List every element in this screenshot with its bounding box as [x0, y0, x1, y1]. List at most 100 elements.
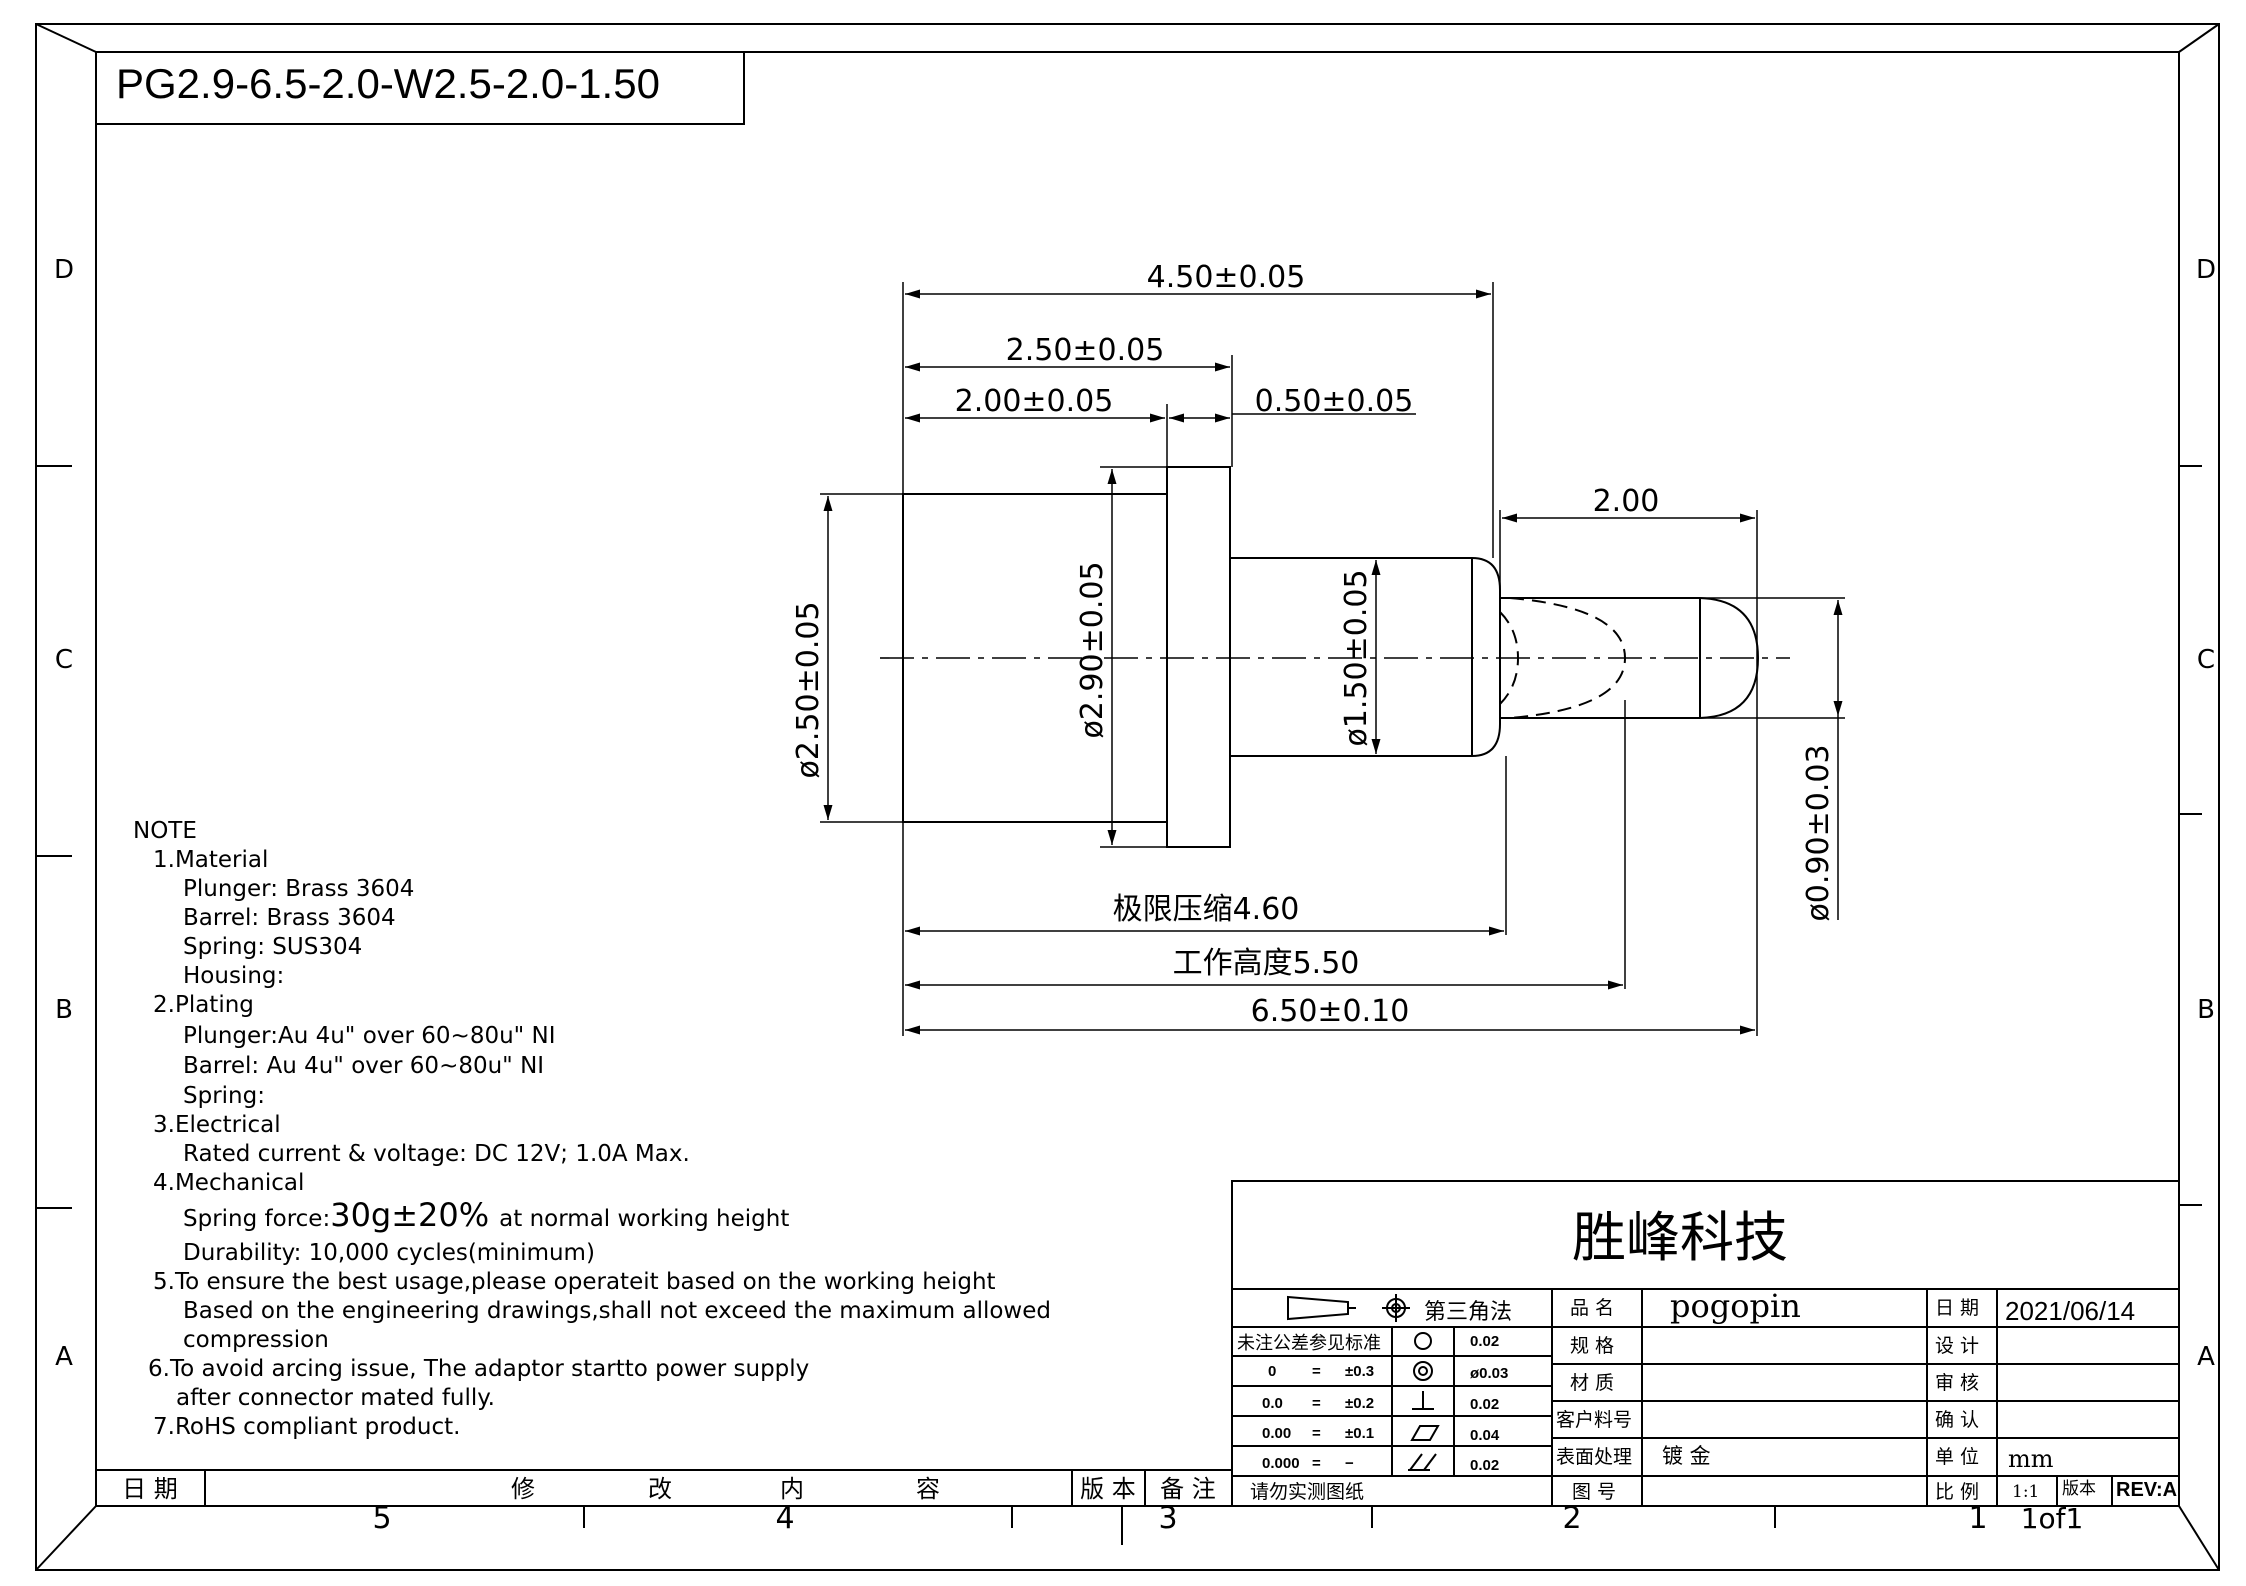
svg-text:1: 1	[1968, 1501, 1987, 1536]
product-name-value: pogopin	[1670, 1287, 1801, 1325]
svg-text:5.To ensure the best usage,ple: 5.To ensure the best usage,please operat…	[153, 1269, 996, 1295]
svg-text:Rated current & voltage: DC 12: Rated current & voltage: DC 12V; 1.0A Ma…	[183, 1141, 690, 1167]
svg-text:ø0.03: ø0.03	[1470, 1365, 1508, 1382]
svg-text:0.00: 0.00	[1262, 1425, 1291, 1442]
dim-plunger-travel: 2.00	[1593, 484, 1660, 519]
sheet-value: 1of1	[2021, 1502, 2084, 1535]
zone-labels: D C B A D C B A 5 4 3 2 1	[54, 255, 2216, 1536]
unit-value: mm	[2008, 1445, 2054, 1473]
dim-body-dia: ø2.50±0.05	[791, 601, 826, 778]
flatness-icon	[1410, 1425, 1440, 1441]
extension-lines	[820, 282, 1845, 1036]
date-value: 2021/06/14	[2005, 1296, 2135, 1326]
footer-note: 请勿实测图纸	[1250, 1481, 1364, 1503]
svg-text:Spring: SUS304: Spring: SUS304	[183, 934, 362, 960]
projection-label: 第三角法	[1424, 1300, 1512, 1325]
svg-text:单 位: 单 位	[1935, 1446, 1979, 1468]
svg-text:改: 改	[648, 1475, 672, 1503]
rev-value: REV:A	[2116, 1479, 2177, 1501]
svg-text:0.02: 0.02	[1470, 1333, 1499, 1350]
svg-text:Housing:: Housing:	[183, 963, 284, 989]
surface-value: 镀 金	[1662, 1444, 1711, 1468]
third-angle-projection-icon	[1287, 1294, 1410, 1322]
svg-text:NOTE: NOTE	[133, 818, 197, 844]
svg-text:after connector mated fully.: after connector mated fully.	[176, 1385, 495, 1411]
svg-text:±0.1: ±0.1	[1345, 1425, 1374, 1442]
svg-text:3.Electrical: 3.Electrical	[153, 1112, 281, 1138]
dim-lip-width: 0.50±0.05	[1255, 384, 1414, 419]
tolerance-header: 未注公差参见标准	[1237, 1333, 1381, 1354]
svg-text:0.0: 0.0	[1262, 1395, 1283, 1412]
dim-barrel-dia: ø1.50±0.05	[1339, 569, 1374, 746]
svg-text:±0.2: ±0.2	[1345, 1395, 1374, 1412]
svg-text:A: A	[55, 1342, 73, 1372]
svg-text:0: 0	[1268, 1363, 1276, 1380]
perpendicularity-icon	[1412, 1391, 1434, 1410]
svg-text:Spring:: Spring:	[183, 1083, 265, 1109]
svg-text:日 期: 日 期	[1935, 1297, 1979, 1319]
svg-text:=: =	[1312, 1363, 1321, 1380]
svg-text:版 本: 版 本	[1080, 1475, 1136, 1503]
svg-text:D: D	[2196, 255, 2216, 285]
svg-text:4.Mechanical: 4.Mechanical	[153, 1170, 304, 1196]
dim-total-length: 6.50±0.10	[1251, 994, 1410, 1029]
svg-text:比 例: 比 例	[1935, 1481, 1979, 1503]
drawing-frame	[35, 23, 2220, 1571]
dim-max-compression: 极限压缩4.60	[1113, 892, 1300, 927]
dim-flange-width: 2.50±0.05	[1006, 333, 1165, 368]
dimension-texts: 4.50±0.05 2.50±0.05 2.00±0.05 0.50±0.05 …	[791, 260, 1836, 1029]
svg-text:2: 2	[1562, 1501, 1581, 1536]
geo-tolerance-values: 0.02 ø0.03 0.02 0.04 0.02	[1470, 1333, 1508, 1474]
svg-text:6.To avoid arcing issue, The a: 6.To avoid arcing issue, The adaptor sta…	[148, 1356, 809, 1382]
svg-text:=: =	[1312, 1455, 1321, 1472]
svg-text:=: =	[1312, 1395, 1321, 1412]
svg-text:设 计: 设 计	[1935, 1335, 1979, 1357]
svg-text:4: 4	[775, 1501, 794, 1536]
svg-text:表面处理: 表面处理	[1556, 1446, 1632, 1468]
dim-working-height: 工作高度5.50	[1173, 946, 1360, 981]
svg-text:B: B	[2197, 995, 2215, 1025]
total-runout-icon	[1408, 1453, 1437, 1471]
revision-table: 日 期 修 改 内 容 版 本 备 注	[96, 1469, 1232, 1506]
svg-text:A: A	[2197, 1342, 2215, 1372]
svg-text:C: C	[2197, 645, 2215, 675]
svg-text:日 期: 日 期	[122, 1475, 178, 1503]
dim-total-width: 4.50±0.05	[1147, 260, 1306, 295]
roundness-icon	[1414, 1332, 1432, 1350]
svg-text:材 质: 材 质	[1570, 1372, 1614, 1394]
svg-text:1.Material: 1.Material	[153, 847, 268, 873]
svg-text:客户料号: 客户料号	[1556, 1409, 1632, 1431]
concentricity-icon	[1413, 1361, 1433, 1381]
svg-text:容: 容	[916, 1475, 940, 1503]
drawing-title: PG2.9-6.5-2.0-W2.5-2.0-1.50	[116, 60, 660, 107]
svg-text:图 号: 图 号	[1572, 1481, 1616, 1503]
svg-text:Spring force:30g±20%at normal: Spring force:30g±20%at normal working he…	[183, 1196, 789, 1234]
dim-body-width: 2.00±0.05	[955, 384, 1114, 419]
svg-text:版本: 版本	[2062, 1479, 2096, 1499]
svg-text:B: B	[55, 995, 73, 1025]
svg-text:2.Plating: 2.Plating	[153, 992, 254, 1018]
svg-text:0.000: 0.000	[1262, 1455, 1300, 1472]
svg-text:5: 5	[372, 1501, 391, 1536]
svg-text:Durability: 10,000 cycles(mini: Durability: 10,000 cycles(minimum)	[183, 1240, 595, 1266]
notes-block: NOTE 1.Material Plunger: Brass 3604 Barr…	[133, 818, 1051, 1440]
svg-text:Barrel: Au 4u" over 60~80u" NI: Barrel: Au 4u" over 60~80u" NI	[183, 1053, 544, 1079]
svg-text:内: 内	[780, 1475, 804, 1503]
svg-text:3: 3	[1158, 1501, 1177, 1536]
svg-text:D: D	[54, 255, 74, 285]
svg-text:C: C	[55, 645, 73, 675]
tolerance-rows: 0 = ±0.3 0.0 = ±0.2 0.00 = ±0.1 0.000 = …	[1262, 1363, 1374, 1472]
svg-text:修: 修	[511, 1475, 535, 1503]
svg-text:规 格: 规 格	[1570, 1335, 1614, 1357]
dim-plunger-dia: ø0.90±0.03	[1801, 744, 1836, 921]
svg-text:备 注: 备 注	[1160, 1475, 1216, 1503]
svg-text:0.04: 0.04	[1470, 1427, 1500, 1444]
title-block-labels: 品 名 规 格 材 质 客户料号 表面处理 图 号 日 期 设 计 审 核 确 …	[1556, 1297, 2096, 1503]
svg-text:Plunger:Au 4u" over 60~80u" NI: Plunger:Au 4u" over 60~80u" NI	[183, 1023, 556, 1049]
svg-text:品 名: 品 名	[1570, 1297, 1614, 1319]
svg-text:=: =	[1312, 1425, 1321, 1442]
part-outline	[902, 466, 1760, 848]
title-box	[95, 51, 745, 125]
svg-text:0.02: 0.02	[1470, 1457, 1499, 1474]
